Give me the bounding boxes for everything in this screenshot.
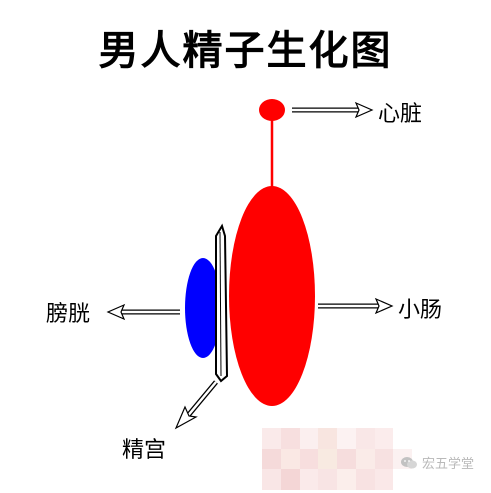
arrow-to-seminal-palace-label	[174, 380, 218, 430]
arrow-to-bladder-label	[106, 303, 180, 321]
wechat-icon	[400, 456, 418, 470]
small-intestine-shape	[229, 186, 315, 406]
seminal-palace-shape	[215, 223, 229, 383]
seminal-palace-inner-line	[219, 231, 222, 377]
arrow-to-small-intestine-label	[318, 297, 394, 315]
heart-shape	[259, 99, 285, 121]
label-seminal-palace: 精宫	[122, 438, 167, 463]
bladder-shape	[185, 258, 221, 358]
label-small-intestine: 小肠	[398, 298, 443, 323]
pixelated-mosaic	[262, 428, 412, 490]
watermark-text: 宏五学堂	[422, 457, 475, 472]
arrow-to-heart-label	[292, 101, 374, 119]
label-heart: 心脏	[378, 102, 423, 127]
label-bladder: 膀胱	[46, 302, 91, 327]
page-title: 男人精子生化图	[98, 27, 393, 74]
watermark: 宏五学堂	[400, 453, 474, 472]
